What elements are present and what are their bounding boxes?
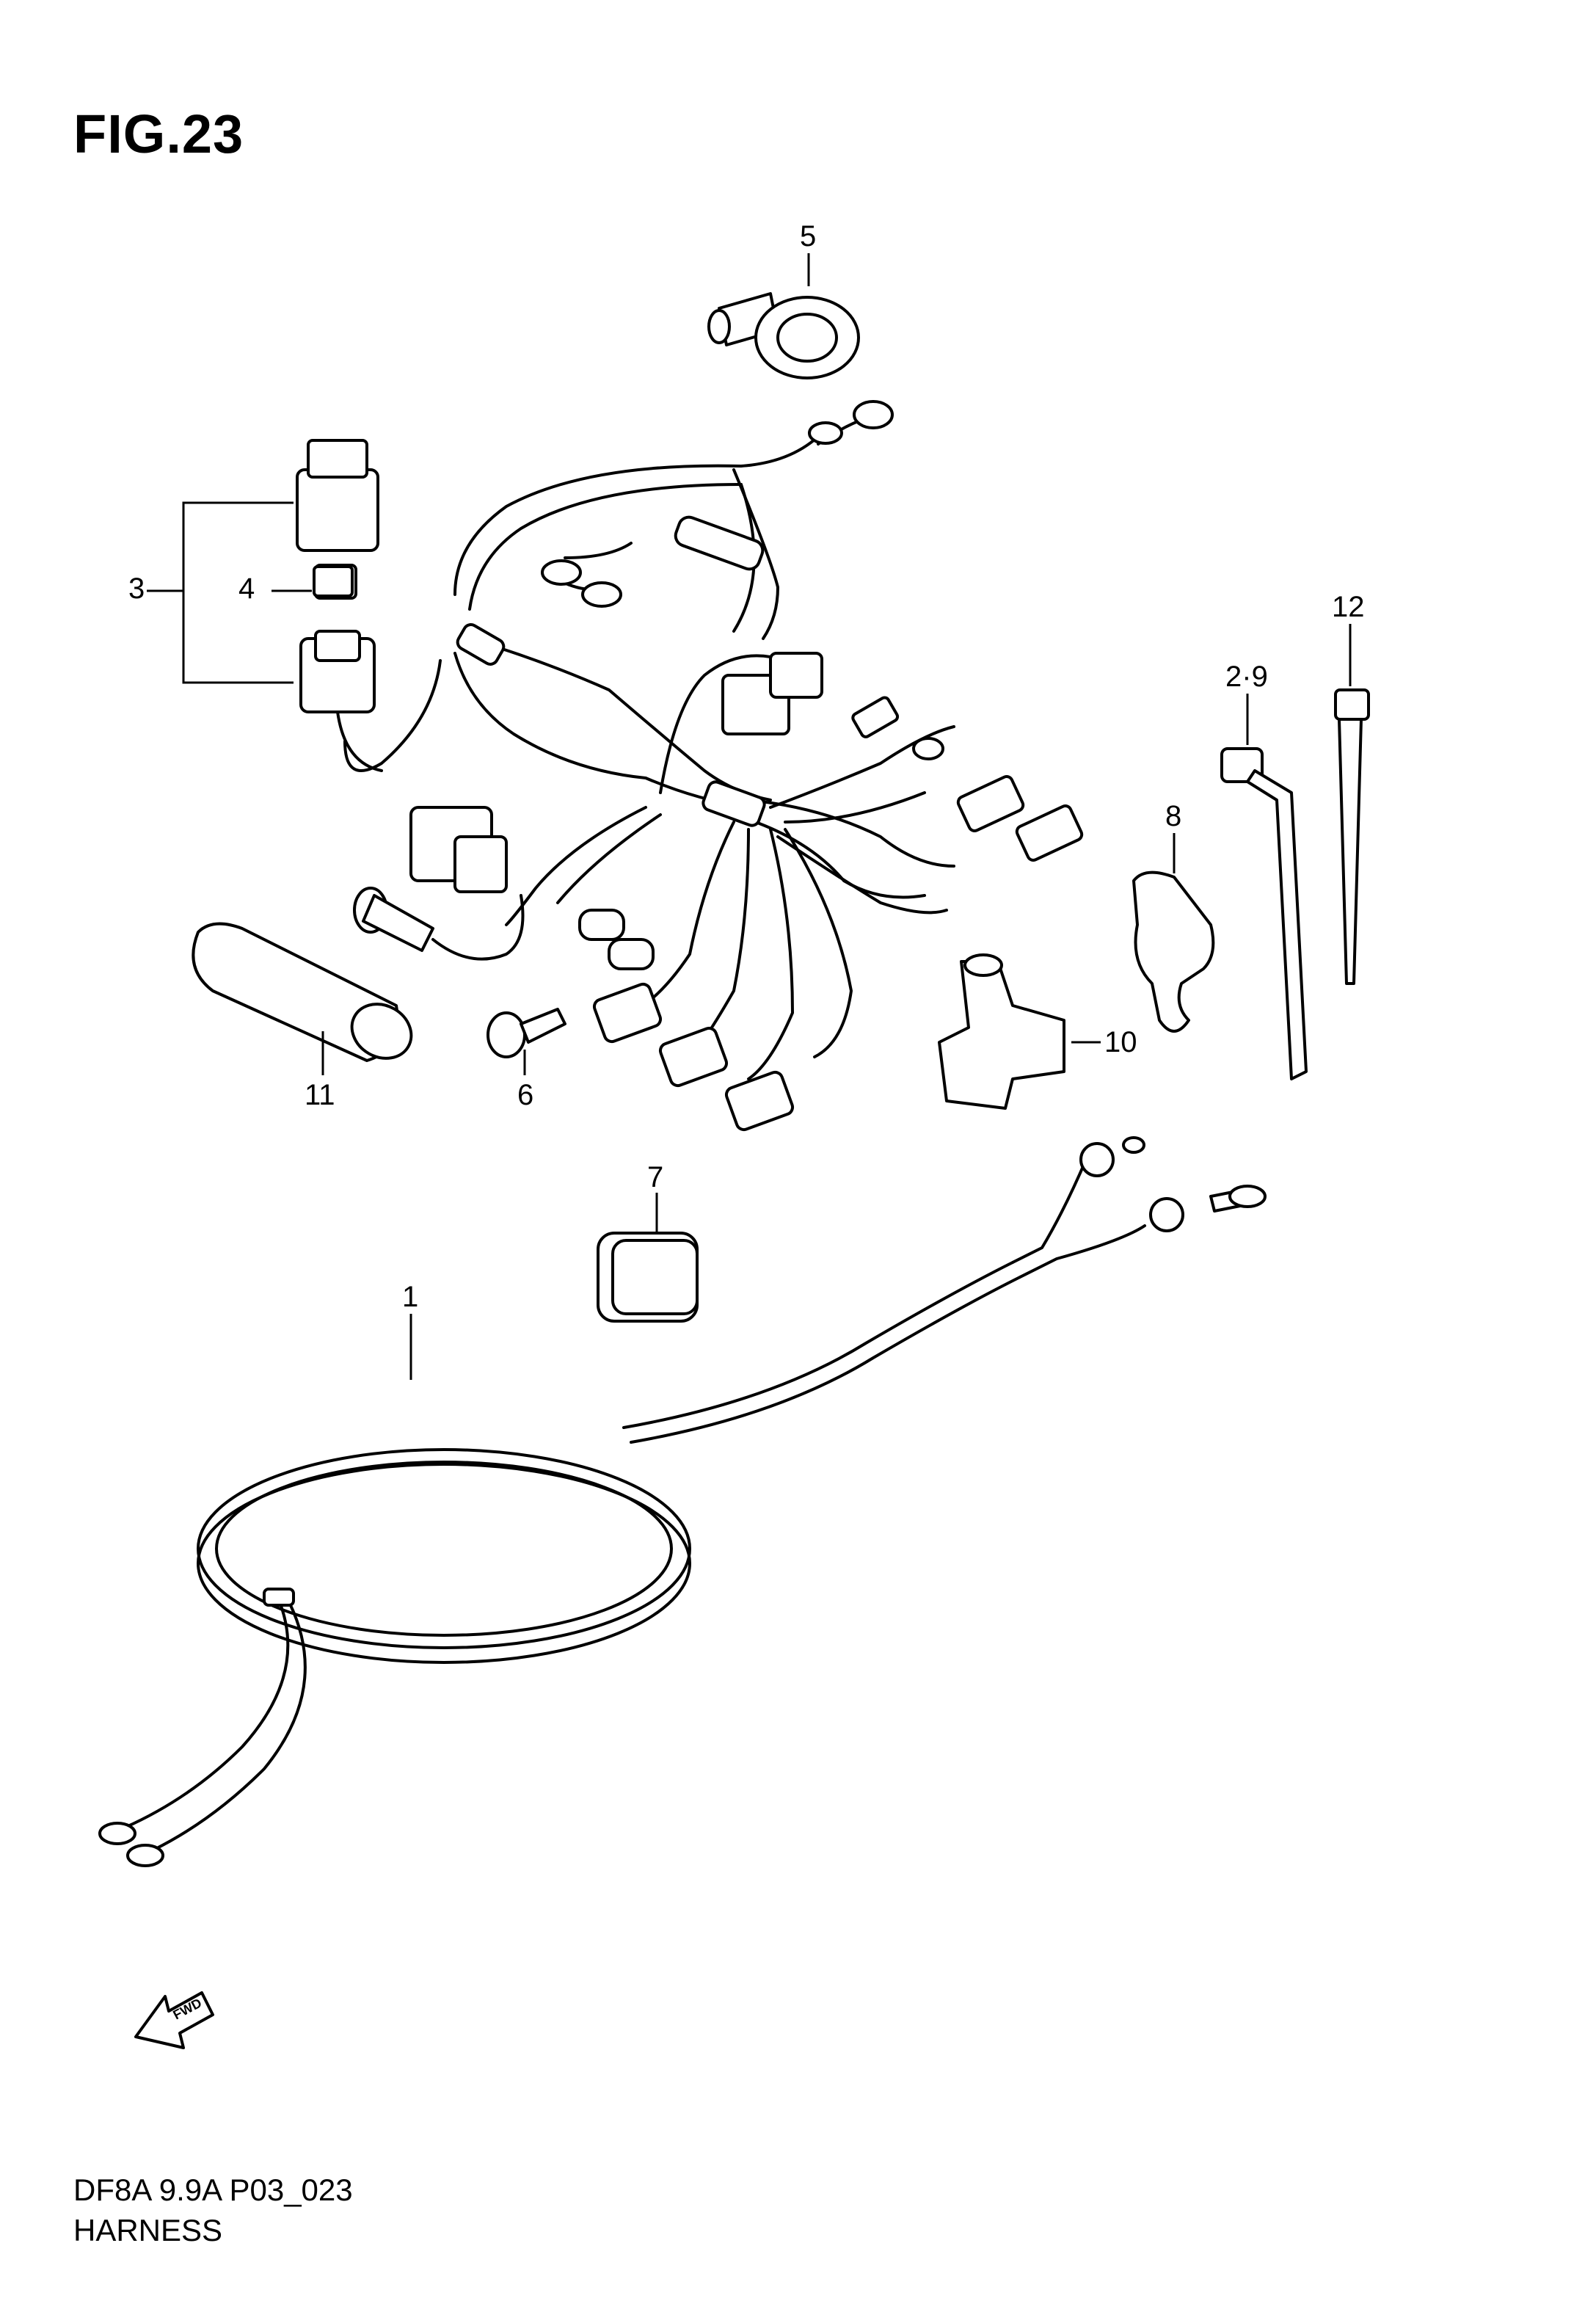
figure-title: FIG.23: [73, 103, 244, 164]
callout-5: 5: [800, 220, 816, 252]
callout-11: 11: [305, 1079, 335, 1111]
callout-10: 10: [1104, 1026, 1137, 1058]
callout-12: 12: [1332, 591, 1365, 623]
part-6-clip: [487, 1008, 566, 1075]
figure-code: DF8A 9.9A P03_023: [73, 2173, 353, 2207]
callout-3: 3: [128, 572, 145, 605]
part-4-fuse: [313, 565, 354, 597]
callout-7: 7: [647, 1161, 663, 1193]
part-1-battery-harness: [98, 1136, 1267, 1867]
callout-1: 1: [402, 1281, 418, 1313]
callout-4: 4: [238, 572, 255, 605]
fwd-arrow-icon: FWD: [134, 1991, 214, 2049]
harness-connectors: [353, 515, 1084, 1132]
part-10-clamp: [938, 953, 1101, 1110]
part-12-cable-tie: [1334, 624, 1370, 985]
part-11-protector: [192, 922, 413, 1075]
engine-harness: [343, 432, 955, 1080]
callout-6: 6: [517, 1079, 533, 1111]
part-7-grommet: [597, 1193, 699, 1323]
figure-name: HARNESS: [73, 2213, 223, 2247]
callout-2-9: 2·9: [1225, 661, 1268, 693]
part-8-clip: [1132, 833, 1215, 1033]
part-3-relay-assembly: [147, 439, 383, 772]
part-5-cap: [707, 253, 894, 446]
part-2-9-tie: [1220, 694, 1308, 1080]
callout-8: 8: [1165, 800, 1181, 832]
